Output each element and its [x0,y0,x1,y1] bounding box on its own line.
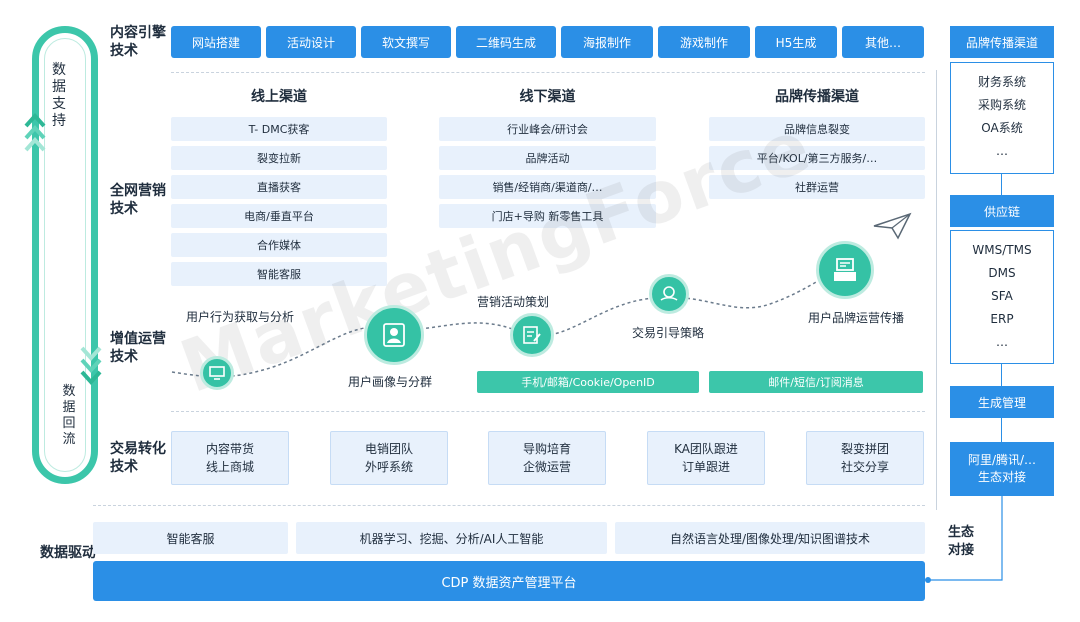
offline-item: 门店+导购 新零售工具 [439,204,656,228]
divider [171,72,925,73]
side-divider [936,70,937,510]
node-behavior [200,356,234,390]
online-item: 智能客服 [171,262,387,286]
side-item: OA系统 [981,121,1023,135]
trade-box: 导购培育企微运营 [488,431,606,485]
tool-button[interactable]: 二维码生成 [456,26,556,58]
up-chevron-icon [24,112,46,156]
tool-button[interactable]: 活动设计 [266,26,356,58]
side-item: DMS [988,266,1016,280]
node-persona [364,305,424,365]
side-item: SFA [991,289,1013,303]
data-support-label: 数据支持 [52,62,66,129]
trade-box: 内容带货线上商城 [171,431,289,485]
brand-item: 平台/KOL/第三方服务/… [709,146,925,170]
side-item: ERP [990,312,1014,326]
online-item: 电商/垂直平台 [171,204,387,228]
trade-box: KA团队跟进订单跟进 [647,431,765,485]
tool-button[interactable]: 海报制作 [561,26,653,58]
node-campaign [510,313,554,357]
data-box: 自然语言处理/图像处理/知识图谱技术 [615,522,925,554]
brand-channel-title: 品牌传播渠道 [775,89,859,105]
online-item: T- DMC获客 [171,117,387,141]
row-label-trade: 交易转化技术 [110,441,166,475]
side-item: WMS/TMS [972,243,1032,257]
side-supply-list: WMS/TMS DMS SFA ERP … [950,230,1054,364]
data-loop-inner [44,38,86,472]
cash-register-icon [834,258,856,281]
monitor-icon [209,366,225,380]
online-channel-title: 线上渠道 [251,89,307,105]
side-brand-list: 财务系统 采购系统 OA系统 … [950,62,1054,174]
data-loop [32,26,98,484]
message-channels-bar: 邮件/短信/订阅消息 [709,371,923,393]
paper-plane-icon [872,212,912,244]
side-prod-mgmt: 生成管理 [950,386,1054,418]
label-persona: 用户画像与分群 [348,375,433,389]
row-label-value-ops: 增值运营技术 [110,331,166,365]
tool-button[interactable]: H5生成 [755,26,837,58]
brand-item: 社群运营 [709,175,925,199]
side-supply-head: 供应链 [950,195,1054,227]
online-item: 直播获客 [171,175,387,199]
side-item: … [996,335,1008,349]
row-label-content: 内容引擎技术 [110,25,166,59]
side-item: … [996,144,1008,158]
data-box: 智能客服 [93,522,288,554]
label-campaign: 营销活动策划 [477,295,550,309]
trade-box: 电销团队外呼系统 [330,431,448,485]
brand-item: 品牌信息裂变 [709,117,925,141]
connector [1001,418,1002,442]
trade-box: 裂变拼团社交分享 [806,431,924,485]
label-behavior: 用户行为获取与分析 [186,310,295,324]
data-return-label: 数据回流 [62,384,76,447]
offline-item: 行业峰会/研讨会 [439,117,656,141]
tool-button[interactable]: 网站搭建 [171,26,261,58]
connector [1001,174,1002,195]
offline-channel-title: 线下渠道 [519,89,576,105]
tool-button[interactable]: 游戏制作 [658,26,750,58]
side-item: 采购系统 [977,98,1026,112]
tool-button[interactable]: 软文撰写 [361,26,451,58]
tool-button[interactable]: 其他… [842,26,924,58]
document-edit-icon [523,326,541,344]
side-ecosystem: 阿里/腾讯/…生态对接 [950,442,1054,496]
divider [93,505,925,506]
data-box: 机器学习、挖掘、分析/AI人工智能 [296,522,607,554]
divider [171,411,925,412]
offline-item: 销售/经销商/渠道商/… [439,175,656,199]
label-brand-ops: 用户品牌运营传播 [808,311,905,325]
eco-connector [925,496,1003,583]
label-trade-guide: 交易引导策略 [632,326,705,340]
id-channels-bar: 手机/邮箱/Cookie/OpenID [477,371,699,393]
user-profile-icon [383,323,405,347]
cdp-platform-bar: CDP 数据资产管理平台 [93,561,925,601]
node-trade-guide [649,274,689,314]
row-label-data: 数据驱动 [40,545,96,561]
row-label-marketing: 全网营销技术 [110,183,166,217]
online-item: 裂变拉新 [171,146,387,170]
coin-hand-icon [660,286,678,301]
connector [1001,364,1002,386]
side-brand-head: 品牌传播渠道 [950,26,1054,58]
down-chevron-icon [80,346,102,390]
ecosystem-label: 生态对接 [948,525,975,558]
journey-curve [171,259,861,378]
side-item: 财务系统 [977,75,1026,89]
offline-item: 品牌活动 [439,146,656,170]
node-brand-ops [816,241,874,299]
online-item: 合作媒体 [171,233,387,257]
